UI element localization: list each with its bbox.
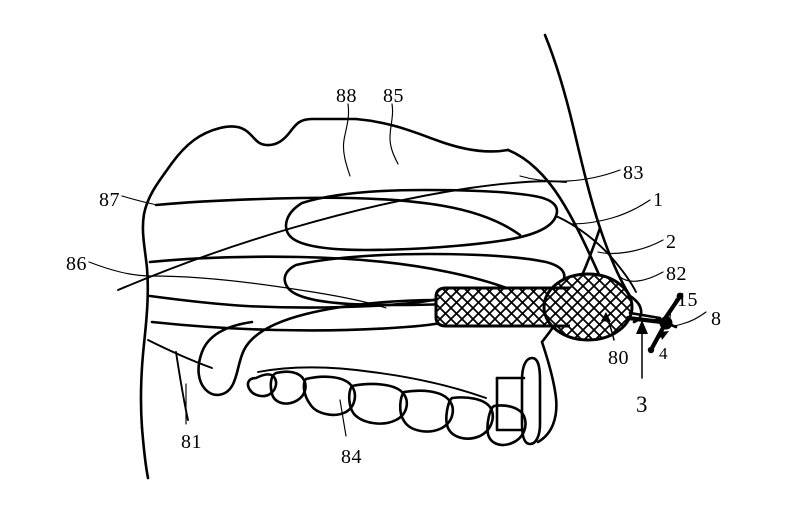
ref-numeral-15: 15 xyxy=(677,289,698,311)
catheter-tube-inner xyxy=(628,311,662,320)
palate-lead-line-81 xyxy=(175,351,189,421)
ref-numeral-4: 4 xyxy=(659,344,668,363)
lead-8 xyxy=(668,311,707,327)
nose-dorsum xyxy=(543,33,632,298)
lip-chin-group xyxy=(495,340,558,446)
ref-numeral-2: 2 xyxy=(666,231,677,253)
lead-1 xyxy=(571,199,651,225)
ref-numeral-85: 85 xyxy=(383,85,404,107)
posterior-wall-line xyxy=(154,196,522,237)
lead-88 xyxy=(342,103,351,177)
catheter-tube xyxy=(625,315,665,325)
tongue-contour xyxy=(147,339,213,369)
oral-cavity-group xyxy=(147,294,458,421)
skull-diagonal-line xyxy=(117,180,567,291)
arrows-group xyxy=(601,312,669,379)
hub-lower-arm xyxy=(649,323,667,351)
tooth-canine xyxy=(269,370,307,405)
lead-86 xyxy=(88,261,387,309)
ref-numeral-81: 81 xyxy=(181,431,202,453)
ref-numeral-82: 82 xyxy=(666,263,687,285)
ref-numeral-87: 87 xyxy=(99,189,120,211)
tooth-molar-3 xyxy=(445,396,494,440)
pharyngeal-wall xyxy=(140,426,150,480)
posterior-wall-line-2 xyxy=(148,255,532,300)
arrow-4-head xyxy=(660,331,669,340)
chin-contour xyxy=(536,340,558,444)
ref-numeral-84: 84 xyxy=(341,446,362,468)
lead-lines-group xyxy=(88,103,707,437)
cranial-base-outline xyxy=(139,117,358,430)
lead-84 xyxy=(339,399,347,437)
arrow-3-head xyxy=(636,320,648,334)
gum-ridge xyxy=(257,366,487,399)
lead-87 xyxy=(121,195,159,206)
mesh-device-group xyxy=(434,272,634,342)
lead-85 xyxy=(389,103,399,165)
tooth-incisor xyxy=(246,373,278,398)
nasal-vestibule-line xyxy=(555,215,637,293)
hard-palate-lower xyxy=(150,318,458,332)
tooth-premolar-1 xyxy=(302,375,357,417)
alveolar-box xyxy=(495,376,526,432)
lip-outline xyxy=(520,356,542,446)
soft-palate-uvula xyxy=(197,298,440,397)
lead-83 xyxy=(519,169,621,182)
device-shaft-fill xyxy=(436,288,600,326)
tooth-molar-4 xyxy=(486,404,527,447)
ref-numeral-86: 86 xyxy=(66,253,87,275)
hub-upper-tip xyxy=(676,292,684,300)
hub-lower-tip xyxy=(647,346,655,354)
teeth-group xyxy=(246,366,527,447)
cranial-contour-group xyxy=(117,117,567,480)
ref-numeral-1: 1 xyxy=(653,189,664,211)
lead-82 xyxy=(619,271,664,282)
connector-assembly-group xyxy=(625,292,684,354)
ref-numeral-83: 83 xyxy=(623,162,644,184)
lead-2 xyxy=(597,239,664,255)
ref-numeral-3: 3 xyxy=(636,392,648,417)
tooth-molar-1 xyxy=(347,382,409,425)
nasal-roof-upper xyxy=(354,117,510,153)
lead-15 xyxy=(669,298,677,319)
ref-numeral-80: 80 xyxy=(608,347,629,369)
hard-palate-upper xyxy=(148,294,454,309)
ref-numeral-88: 88 xyxy=(336,85,357,107)
middle-turbinate xyxy=(284,188,559,252)
tooth-molar-2 xyxy=(398,389,455,433)
device-shaft-outline xyxy=(434,286,570,328)
device-bulb-outline xyxy=(542,272,634,342)
arrow-80-head xyxy=(601,312,611,322)
ref-numeral-8: 8 xyxy=(711,308,722,330)
